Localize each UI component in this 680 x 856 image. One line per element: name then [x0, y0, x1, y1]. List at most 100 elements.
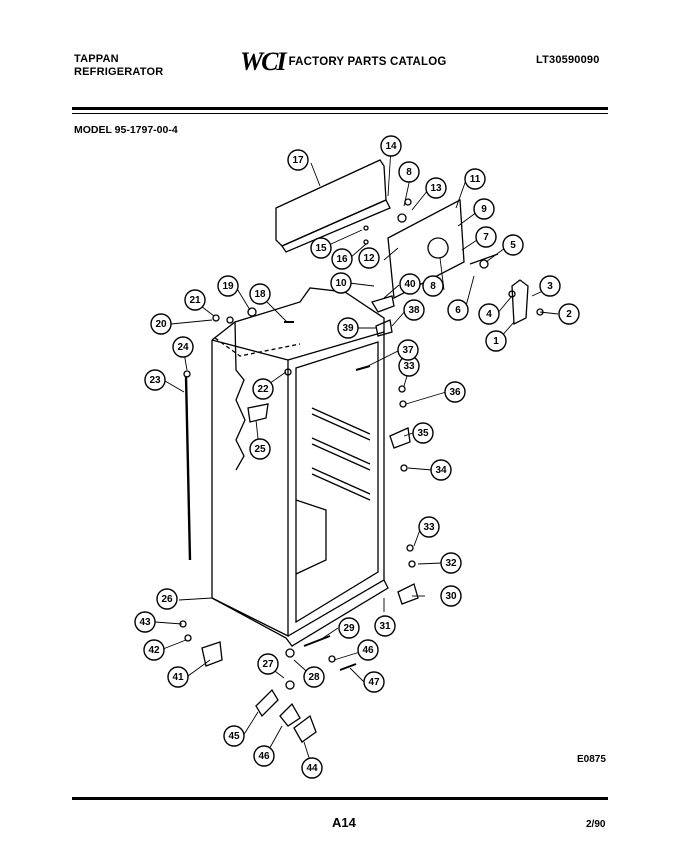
callout-13: 13	[425, 177, 447, 199]
callout-label: 19	[222, 281, 234, 292]
callout-circle	[473, 198, 495, 220]
leveling-leg-bracket	[201, 641, 223, 667]
callout-14: 14	[380, 135, 402, 157]
callout-circle	[440, 552, 462, 574]
callout-circle	[184, 289, 206, 311]
cabinet-front-opening	[287, 331, 385, 637]
bolt	[339, 663, 357, 671]
callout-circle	[502, 234, 524, 256]
callout-label: 29	[343, 623, 355, 634]
hinge-bracket	[375, 319, 393, 337]
callout-29: 29	[338, 617, 360, 639]
callout-40: 40	[399, 273, 421, 295]
callout-16: 16	[331, 248, 353, 270]
revision-date: 2/90	[586, 819, 606, 830]
light-socket	[355, 365, 371, 371]
callout-circle	[539, 275, 561, 297]
callout-label: 32	[445, 558, 457, 569]
callout-label: 46	[258, 751, 270, 762]
callout-label: 14	[385, 141, 397, 152]
hinge-pin-bracket	[389, 427, 411, 449]
page-number: A14	[332, 815, 356, 830]
callout-circle	[310, 237, 332, 259]
hinge-spacer	[406, 544, 414, 552]
callout-label: 43	[139, 617, 151, 628]
callout-9: 9	[473, 198, 495, 220]
shelf-rail-3	[311, 467, 371, 501]
callout-circle	[412, 422, 434, 444]
callout-47: 47	[363, 671, 385, 693]
callout-label: 8	[430, 281, 436, 292]
callout-circle	[172, 336, 194, 358]
cabinet-top-dashed	[214, 337, 301, 357]
callout-4: 4	[478, 303, 500, 325]
plug	[284, 368, 292, 376]
rivet	[363, 225, 369, 231]
callout-circle	[249, 283, 271, 305]
callout-label: 11	[470, 174, 481, 185]
plug-button	[400, 464, 408, 472]
callout-circle	[447, 299, 469, 321]
callout-21: 21	[184, 289, 206, 311]
base-rail	[303, 635, 331, 647]
callout-label: 1	[493, 336, 499, 347]
header-rule-thin	[72, 113, 608, 114]
toe-grille-clip	[255, 688, 279, 718]
cabinet-top	[211, 287, 385, 341]
callout-circle	[252, 378, 274, 400]
callout-label: 28	[308, 672, 320, 683]
thermostat-knob	[427, 237, 449, 259]
callout-6: 6	[447, 299, 469, 321]
hinge-screw	[408, 560, 416, 568]
callout-25: 25	[249, 438, 271, 460]
callout-label: 25	[254, 444, 266, 455]
callout-circle	[338, 617, 360, 639]
callout-circle	[475, 226, 497, 248]
callout-label: 16	[336, 254, 348, 265]
callout-circle	[217, 275, 239, 297]
callout-label: 47	[368, 677, 380, 688]
callout-circle	[223, 725, 245, 747]
callout-label: 40	[404, 279, 416, 290]
callout-label: 36	[449, 387, 461, 398]
callout-label: 34	[435, 465, 447, 476]
callout-22: 22	[252, 378, 274, 400]
callout-circle	[134, 611, 156, 633]
cap	[247, 307, 257, 317]
callout-label: 5	[510, 240, 516, 251]
callout-circle	[363, 671, 385, 693]
callout-label: 33	[423, 522, 435, 533]
wci-logo: WCI	[240, 47, 287, 76]
switch-nut	[508, 290, 516, 298]
callout-circle	[144, 369, 166, 391]
callout-circle	[397, 339, 419, 361]
callout-label: 33	[403, 361, 415, 372]
top-panel-lip	[281, 199, 391, 253]
callout-46: 46	[357, 639, 379, 661]
callout-circle	[253, 745, 275, 767]
callout-label: 23	[149, 375, 161, 386]
callout-label: 21	[189, 295, 201, 306]
washer	[328, 655, 336, 663]
callout-38: 38	[403, 299, 425, 321]
callout-20: 20	[150, 313, 172, 335]
shelf-support	[247, 403, 269, 423]
callout-45: 45	[223, 725, 245, 747]
callout-18: 18	[249, 283, 271, 305]
callout-label: 20	[155, 319, 167, 330]
caster	[293, 714, 317, 743]
callout-27: 27	[257, 653, 279, 675]
callout-33: 33	[398, 355, 420, 377]
callout-46: 46	[253, 745, 275, 767]
callout-label: 39	[342, 323, 354, 334]
callout-circle	[150, 313, 172, 335]
small-screw-2	[399, 400, 407, 408]
callout-34: 34	[430, 459, 452, 481]
callout-15: 15	[310, 237, 332, 259]
callout-7: 7	[475, 226, 497, 248]
callout-30: 30	[440, 585, 462, 607]
callout-circle	[303, 666, 325, 688]
thermostat	[479, 259, 489, 269]
callout-label: 30	[445, 591, 457, 602]
callout-1: 1	[485, 330, 507, 352]
